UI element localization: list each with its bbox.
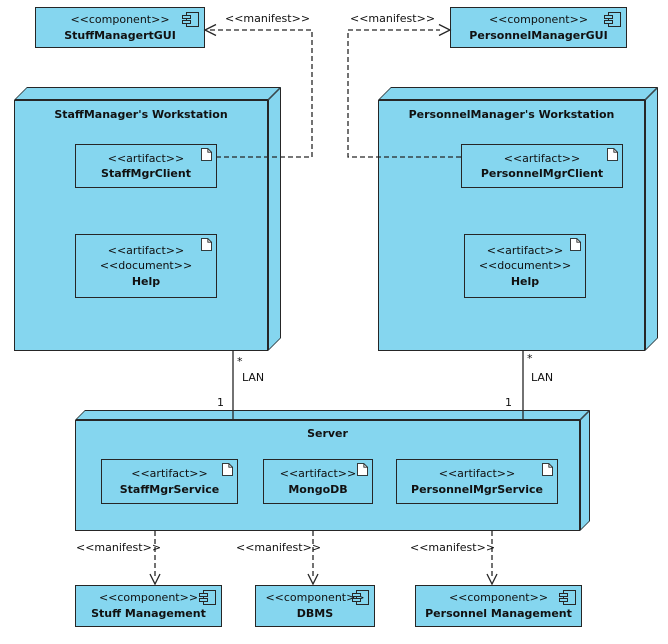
artifact-personnelmgrclient[interactable]: <<artifact>> PersonnelMgrClient: [461, 144, 623, 188]
multiplicity-one: 1: [217, 396, 224, 409]
manifest-label: <<manifest>>: [225, 12, 311, 25]
component-name: StuffManagertGUI: [64, 28, 176, 42]
artifact-staffmgrclient[interactable]: <<artifact>> StaffMgrClient: [75, 144, 217, 188]
manifest-label: <<manifest>>: [236, 541, 322, 554]
artifact-stereotype: <<artifact>>: [131, 467, 208, 481]
component-dbms[interactable]: <<component>> DBMS: [255, 585, 375, 627]
multiplicity-one: 1: [505, 396, 512, 409]
artifact-stereotype: <<artifact>>: [107, 243, 185, 257]
component-name: Stuff Management: [91, 607, 206, 620]
component-personnel-management[interactable]: <<component>> Personnel Management: [415, 585, 582, 627]
node-title: Server: [307, 427, 348, 440]
lan-label: LAN: [531, 371, 554, 384]
node-front-face: Server <<artifact>> StaffMgrService <<ar…: [75, 420, 580, 531]
component-stereotype: <<component>>: [448, 591, 549, 605]
artifact-stereotype: <<artifact>>: [503, 151, 581, 165]
component-name: PersonnelManagerGUI: [469, 28, 608, 42]
component-stereotype: <<component>>: [70, 12, 170, 26]
node-side-face: [268, 87, 281, 351]
artifact-stereotype: <<artifact>>: [279, 467, 357, 481]
node-top-face: [75, 410, 590, 420]
component-name: DBMS: [296, 607, 334, 620]
file-icon: [570, 238, 581, 251]
file-icon: [357, 463, 368, 476]
artifact-name: Help: [131, 274, 161, 288]
artifact-name: PersonnelMgrService: [411, 482, 543, 496]
artifact-stereotype: <<document>>: [478, 259, 572, 273]
artifact-mongodb[interactable]: <<artifact>> MongoDB: [263, 459, 373, 504]
component-personnelmanagergui[interactable]: <<component>> PersonnelManagerGUI: [450, 7, 627, 48]
node-side-face: [645, 87, 658, 351]
component-icon: [559, 590, 576, 605]
node-side-face: [580, 410, 590, 531]
manifest-label: <<manifest>>: [76, 541, 162, 554]
component-icon: [352, 590, 369, 605]
node-staffmanager-workstation[interactable]: StaffManager's Workstation <<artifact>> …: [14, 87, 281, 351]
component-stereotype: <<component>>: [98, 591, 199, 605]
component-name: Personnel Management: [425, 607, 572, 620]
multiplicity-star: *: [527, 352, 533, 365]
artifact-stereotype: <<document>>: [99, 259, 193, 273]
node-top-face: [14, 87, 281, 100]
artifact-stereotype: <<artifact>>: [107, 151, 185, 165]
component-stuff-management[interactable]: <<component>> Stuff Management: [75, 585, 222, 627]
manifest-label: <<manifest>>: [350, 12, 436, 25]
manifest-connector-bottom-3[interactable]: [486, 531, 498, 586]
manifest-connector-bottom-1[interactable]: [149, 531, 161, 586]
file-icon: [201, 238, 212, 251]
node-front-face: PersonnelManager's Workstation <<artifac…: [378, 100, 645, 351]
multiplicity-star: *: [237, 355, 243, 368]
file-icon: [201, 148, 212, 161]
lan-label: LAN: [242, 371, 265, 384]
artifact-help-personnel[interactable]: <<artifact>> <<document>> Help: [464, 234, 586, 298]
file-icon: [542, 463, 553, 476]
node-top-face: [378, 87, 658, 100]
artifact-staffmgrservice[interactable]: <<artifact>> StaffMgrService: [101, 459, 238, 504]
artifact-name: StaffMgrClient: [101, 167, 191, 180]
node-server[interactable]: Server <<artifact>> StaffMgrService <<ar…: [75, 410, 590, 531]
artifact-personnelmgrservice[interactable]: <<artifact>> PersonnelMgrService: [396, 459, 558, 504]
component-icon: [199, 590, 216, 605]
manifest-label: <<manifest>>: [410, 541, 496, 554]
manifest-connector-bottom-2[interactable]: [307, 531, 319, 586]
node-personnelmanager-workstation[interactable]: PersonnelManager's Workstation <<artifac…: [378, 87, 658, 351]
artifact-name: PersonnelMgrClient: [480, 167, 604, 180]
component-icon: [182, 12, 199, 27]
file-icon: [607, 148, 618, 161]
node-title: PersonnelManager's Workstation: [408, 108, 615, 121]
artifact-name: MongoDB: [288, 482, 348, 496]
component-icon: [604, 12, 621, 27]
artifact-name: Help: [510, 274, 540, 288]
artifact-name: StaffMgrService: [119, 482, 220, 496]
node-title: StaffManager's Workstation: [54, 108, 228, 121]
component-stuffmanagertgui[interactable]: <<component>> StuffManagertGUI: [35, 7, 205, 48]
node-front-face: StaffManager's Workstation <<artifact>> …: [14, 100, 268, 351]
component-stereotype: <<component>>: [488, 12, 589, 26]
artifact-help-staff[interactable]: <<artifact>> <<document>> Help: [75, 234, 217, 298]
artifact-stereotype: <<artifact>>: [438, 467, 516, 481]
component-stereotype: <<component>>: [265, 591, 365, 605]
file-icon: [222, 463, 233, 476]
artifact-stereotype: <<artifact>>: [486, 243, 564, 257]
